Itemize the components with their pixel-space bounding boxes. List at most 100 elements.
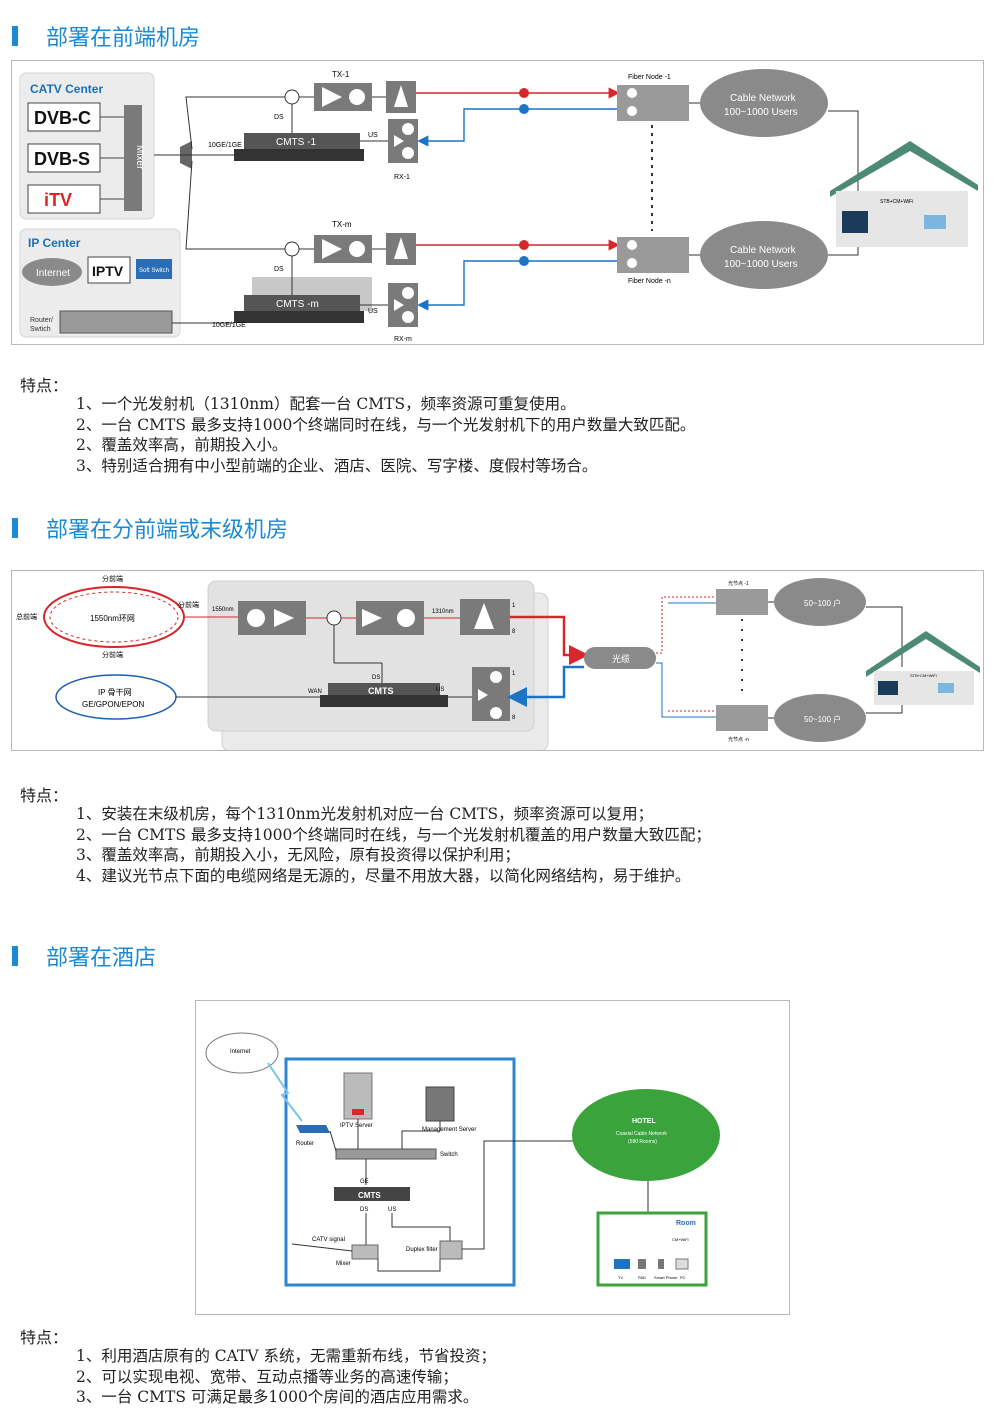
svg-text:100~1000 Users: 100~1000 Users	[724, 107, 798, 118]
svg-text:Cable Network: Cable Network	[730, 245, 797, 256]
section3-title: 部署在酒店	[12, 940, 156, 972]
svg-text:WAN: WAN	[308, 689, 322, 695]
list-item: 2、可以实现电视、宽带、互动点播等业务的高速传输；	[76, 1367, 458, 1386]
internet-label: Internet	[36, 268, 70, 279]
coupler-m-icon	[284, 241, 300, 257]
title-bar-icon	[12, 518, 18, 538]
section1-title-text: 部署在前端机房	[46, 26, 201, 51]
svg-text:DS: DS	[372, 675, 380, 681]
svg-text:Mixer: Mixer	[336, 1261, 351, 1267]
svg-text:1: 1	[512, 671, 516, 677]
svg-text:1550nm: 1550nm	[212, 607, 234, 613]
ip-backbone: IP 骨干网 GE/GPON/EPON	[55, 674, 177, 720]
svg-text:Switch: Switch	[440, 1152, 458, 1158]
svg-text:8: 8	[512, 715, 516, 721]
tx-1: TX-1	[314, 70, 372, 111]
dvbs-logo: DVB-S	[34, 149, 90, 169]
fiber-cable: 光缆	[584, 647, 656, 669]
svg-text:Router: Router	[296, 1141, 314, 1147]
house-icon: STB+CM+WiFi	[830, 141, 978, 247]
svg-text:GE: GE	[360, 1179, 369, 1185]
section3-title-text: 部署在酒店	[46, 946, 157, 971]
svg-text:8: 8	[512, 629, 516, 635]
list-item: 3、覆盖效率高，前期投入小，无风险，原有投资得以保护利用；	[76, 846, 520, 864]
list-item: 4、建议光节点下面的电缆网络是无源的，尽量不用放大器，以简化网络结构，易于维护。	[76, 866, 691, 885]
list-item: 1、一个光发射机（1310nm）配套一台 CMTS，频率资源可重复使用。	[76, 395, 576, 413]
catv-center-box: CATV Center DVB-C DVB-S iTV Mixer	[19, 72, 155, 220]
svg-text:100~1000 Users: 100~1000 Users	[724, 259, 798, 270]
svg-text:1: 1	[512, 603, 516, 609]
svg-text:GE/GPON/EPON: GE/GPON/EPON	[82, 700, 144, 709]
cmts: CMTS	[320, 683, 448, 707]
router-label-2: Swtich	[30, 326, 51, 333]
catv-center-label: CATV Center	[30, 82, 103, 96]
svg-text:1550nm环网: 1550nm环网	[90, 614, 135, 623]
svg-text:HOTEL: HOTEL	[632, 1118, 656, 1125]
svg-text:CMTS: CMTS	[358, 1191, 381, 1200]
soft-switch-label: Soft Switch	[139, 268, 169, 274]
svg-text:Cable Network: Cable Network	[730, 93, 797, 104]
section1-diagram: CATV Center DVB-C DVB-S iTV Mixer IP Cen…	[11, 60, 984, 345]
section1-features-head: 特点：	[20, 376, 69, 395]
svg-text:US: US	[388, 1207, 396, 1213]
svg-text:(580 Rooms): (580 Rooms)	[628, 1139, 657, 1145]
section1-features: 1、一个光发射机（1310nm）配套一台 CMTS，频率资源可重复使用。 2、一…	[76, 394, 695, 476]
ip-center-label: IP Center	[28, 236, 81, 250]
svg-text:IP 骨干网: IP 骨干网	[98, 688, 132, 697]
list-item: 3、特别适合拥有中小型前端的企业、酒店、医院、写字楼、度假村等场合。	[76, 456, 598, 475]
svg-text:Management Server: Management Server	[422, 1127, 476, 1133]
section3-features-head: 特点：	[20, 1328, 69, 1347]
svg-text:Fiber Node -n: Fiber Node -n	[628, 278, 671, 285]
section2-diagram: 1550nm环网 分前端 分前端 分前端 总前端 1550nm 1310nm 1…	[11, 570, 984, 751]
section2-features-head: 特点：	[20, 786, 69, 805]
svg-text:10GE/1GE: 10GE/1GE	[208, 142, 242, 149]
section1-title: 部署在前端机房	[12, 20, 200, 52]
list-item: 1、利用酒店原有的 CATV 系统，无需重新布线，节省投资；	[76, 1347, 496, 1365]
list-item: 2、一台 CMTS 最多支持1000个终端同时在线，与一个光发射机下的用户数量大…	[76, 415, 696, 434]
title-bar-icon	[12, 26, 18, 46]
svg-text:STB+CM+WiFi: STB+CM+WiFi	[880, 199, 913, 205]
svg-text:PC: PC	[680, 1275, 686, 1280]
svg-text:Smart Phone: Smart Phone	[654, 1275, 678, 1280]
svg-text:Room: Room	[676, 1220, 696, 1227]
itv-logo: iTV	[44, 190, 72, 210]
txm-label: TX-m	[332, 220, 352, 229]
fiber-node-1: Fiber Node -1	[617, 74, 689, 121]
cmts-1: CMTS -1	[234, 133, 364, 161]
router-icon	[296, 1125, 330, 1133]
svg-text:分前端: 分前端	[102, 574, 123, 583]
mixer-label: Mixer	[134, 145, 145, 170]
svg-text:US: US	[436, 687, 444, 693]
svg-text:DS: DS	[274, 266, 284, 273]
tx1-label: TX-1	[332, 70, 350, 79]
section3-diagram: Internet Router IPTV Server Management S…	[195, 1000, 790, 1315]
rx-m: RX-m	[388, 283, 418, 343]
svg-text:RX-1: RX-1	[394, 174, 410, 181]
list-item: 2、一台 CMTS 最多支持1000个终端同时在线，与一个光发射机覆盖的用户数量…	[76, 825, 711, 844]
section3-features: 1、利用酒店原有的 CATV 系统，无需重新布线，节省投资； 2、可以实现电视、…	[76, 1346, 496, 1408]
svg-text:总前端: 总前端	[16, 612, 37, 621]
svg-text:光节点 -1: 光节点 -1	[728, 580, 749, 587]
house-icon: STB+CM+WiFi	[866, 631, 980, 705]
svg-text:RX-m: RX-m	[394, 336, 412, 343]
ring-network: 1550nm环网 分前端 分前端 分前端 总前端	[16, 574, 199, 659]
svg-text:Internet: Internet	[230, 1049, 251, 1055]
list-item: 3、一台 CMTS 可满足最多1000个房间的酒店应用需求。	[76, 1388, 479, 1406]
svg-text:DS: DS	[360, 1207, 368, 1213]
svg-text:CATV signal: CATV signal	[312, 1237, 345, 1243]
svg-text:10GE/1GE: 10GE/1GE	[212, 322, 246, 329]
cable-network-cloud-1: Cable Network 100~1000 Users	[700, 69, 828, 137]
svg-text:DS: DS	[274, 114, 284, 121]
fiber-node-n: Fiber Node -n	[617, 237, 689, 285]
dvbc-logo: DVB-C	[34, 108, 91, 128]
list-item: 1、安装在末级机房，每个1310nm光发射机对应一台 CMTS，频率资源可以复用…	[76, 805, 654, 823]
svg-text:CMTS: CMTS	[368, 686, 394, 696]
svg-text:光缆: 光缆	[612, 653, 630, 664]
svg-text:分前端: 分前端	[178, 600, 199, 609]
svg-text:Coaxial Cable Network: Coaxial Cable Network	[616, 1131, 667, 1137]
list-item: 2、覆盖效率高，前期投入小。	[76, 436, 288, 454]
room-box: Room CM+WiFi TV PAD Smart Phone PC	[596, 1211, 708, 1287]
svg-text:STB+CM+WiFi: STB+CM+WiFi	[910, 673, 937, 678]
router-label-1: Router/	[30, 317, 53, 324]
svg-text:PAD: PAD	[638, 1275, 646, 1280]
